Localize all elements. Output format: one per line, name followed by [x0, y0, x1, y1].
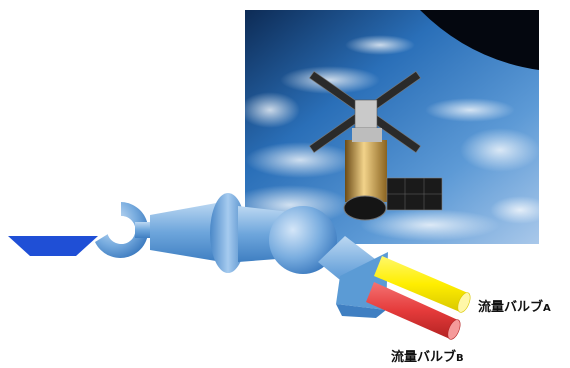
valve-b-pipe — [366, 282, 461, 340]
valve-a-label: 流量バルブA — [478, 300, 551, 315]
arm-cone-segment — [150, 202, 222, 262]
space-station — [309, 71, 443, 221]
ring-gripper — [95, 202, 153, 258]
arm-joint-1 — [210, 193, 246, 273]
valve-a-pipe — [374, 256, 471, 313]
arm-joint-2 — [269, 206, 337, 274]
valve-b-label: 流量バルブB — [391, 350, 464, 365]
space-station-photo — [245, 10, 539, 244]
blue-tray — [8, 236, 98, 256]
